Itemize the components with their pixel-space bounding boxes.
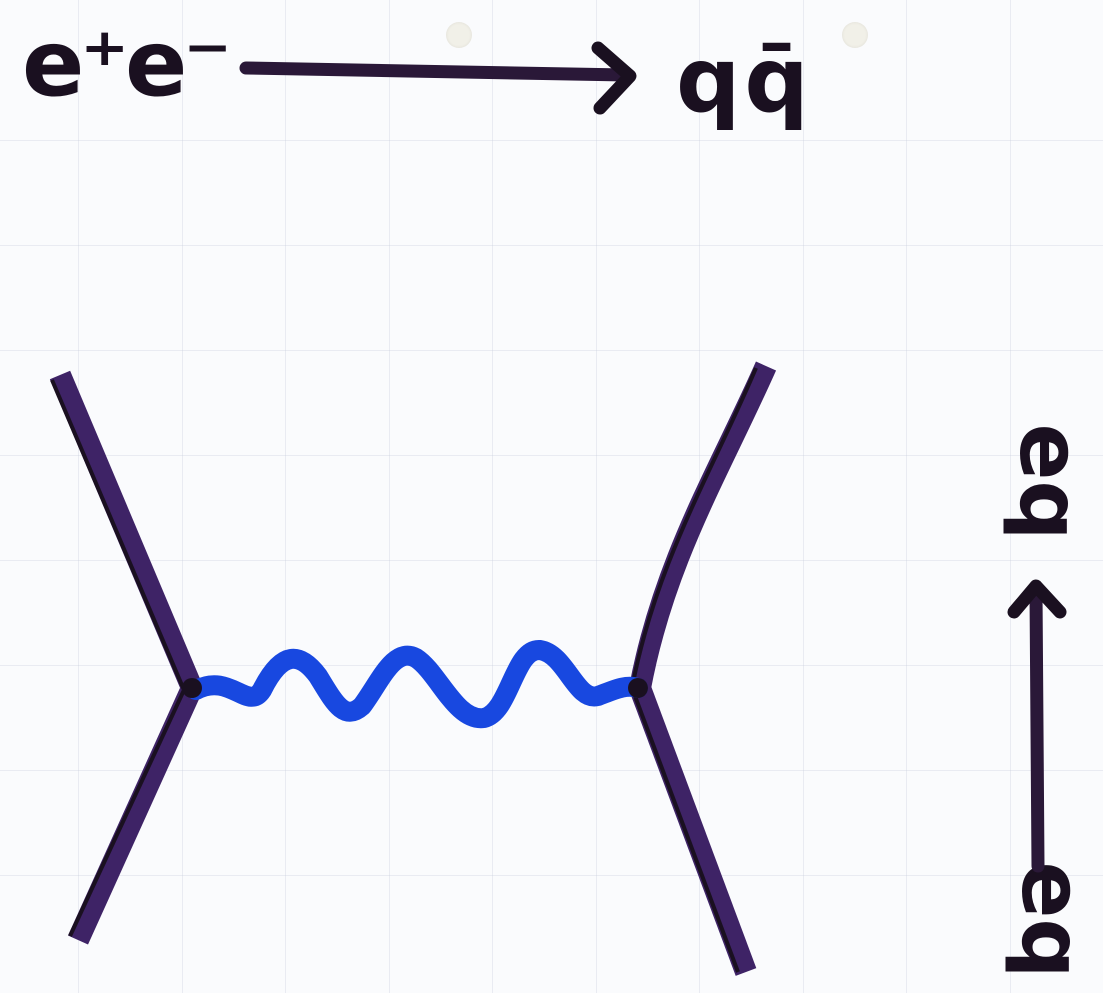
grid-line [182, 0, 183, 993]
fermion-lines [49, 361, 777, 976]
fermion-line-top-left [49, 370, 203, 693]
vertex-left [182, 678, 202, 698]
top-arrow-head [591, 41, 637, 115]
top-arrow [239, 41, 637, 115]
marker-edge [630, 367, 758, 689]
grid-line [285, 0, 286, 993]
marker-edge [68, 689, 186, 937]
grid-line [0, 770, 1103, 771]
fermion-line-bottom-right [629, 684, 757, 976]
grid-line [803, 0, 804, 993]
side-arrow-head [1007, 579, 1067, 619]
final-state-label: qq̄ [676, 28, 813, 133]
grid-line [0, 455, 1103, 456]
grid-line [492, 0, 493, 993]
photon-propagator [186, 640, 648, 729]
binder-hole [446, 22, 472, 48]
top-arrow-shaft [239, 61, 633, 82]
initial-state-label: e⁺e⁻ [22, 10, 232, 117]
binder-hole [842, 22, 868, 48]
grid-line [389, 0, 390, 993]
grid-line [906, 0, 907, 993]
marker-edge [50, 379, 186, 691]
grid-line [78, 0, 79, 993]
grid-line [596, 0, 597, 993]
side-arrow-shaft [1029, 585, 1045, 873]
grid-line [0, 140, 1103, 141]
fermion-line-top-right [629, 361, 777, 691]
grid-line [0, 560, 1103, 561]
side-arrow [1007, 579, 1067, 873]
grid-line [0, 875, 1103, 876]
marker-edge [630, 687, 740, 973]
grid-line [0, 245, 1103, 246]
vertex-right [628, 678, 648, 698]
grid-line [1010, 0, 1011, 993]
fermion-line-bottom-left [67, 683, 203, 945]
grid-line [0, 350, 1103, 351]
